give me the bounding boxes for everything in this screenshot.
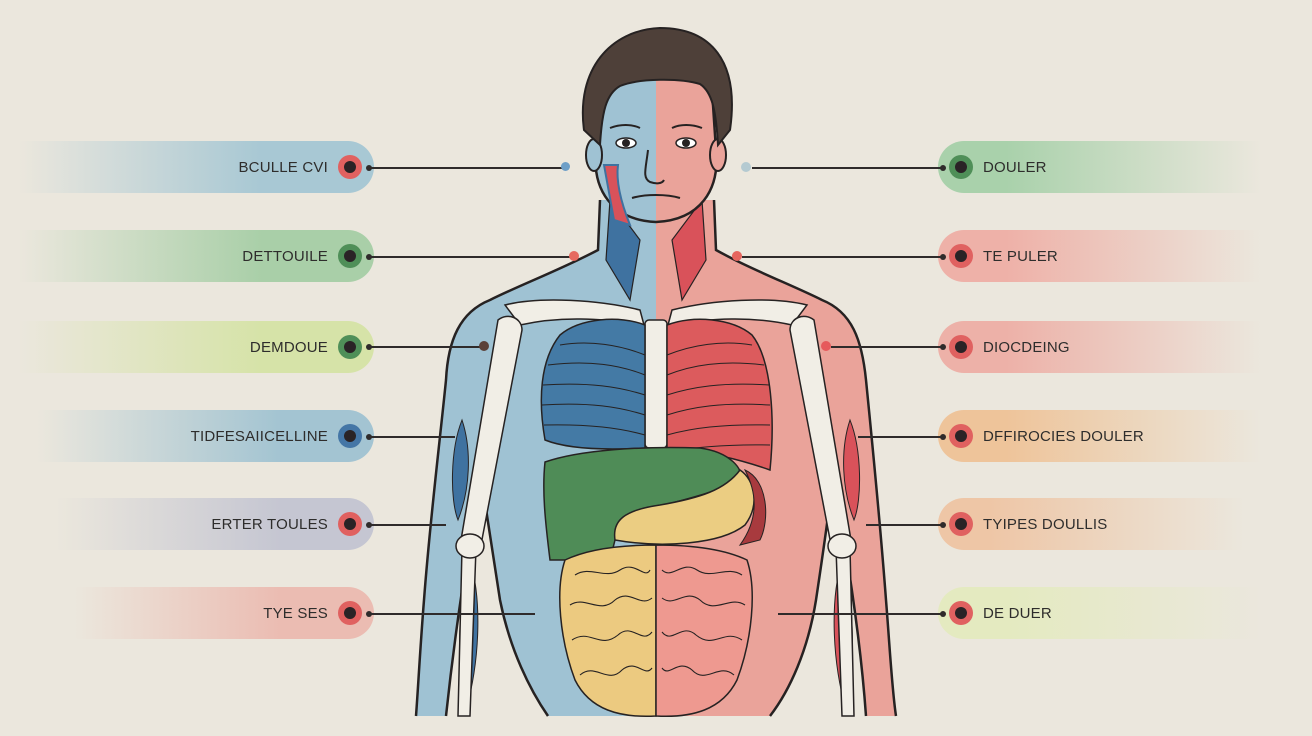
label-pill-right-6[interactable]: DE DUER	[938, 587, 1278, 639]
label-pill-left-5[interactable]: ERTER TOULES	[0, 498, 374, 550]
connector-line	[858, 433, 946, 440]
marker-dot-icon	[949, 155, 973, 179]
connector-line	[366, 164, 562, 171]
marker-dot-icon	[338, 512, 362, 536]
intestines-right	[655, 544, 753, 718]
marker-dot-icon	[949, 601, 973, 625]
marker-dot-icon	[338, 244, 362, 268]
endpoint-dot	[821, 341, 831, 351]
connector-line	[366, 343, 480, 350]
marker-dot-icon	[338, 424, 362, 448]
label-pill-left-4[interactable]: TIDFESAIICELLINE	[0, 410, 374, 462]
label-text: TIDFESAIICELLINE	[190, 427, 328, 445]
label-text: DFFIROCIES DOULER	[983, 427, 1144, 445]
marker-dot-icon	[949, 335, 973, 359]
label-text: DIOCDEING	[983, 338, 1070, 356]
label-text: DETTOUILE	[242, 247, 328, 265]
label-text: DE DUER	[983, 604, 1052, 622]
connector-line	[366, 521, 446, 528]
label-pill-right-5[interactable]: TYIPES DOULLIS	[938, 498, 1278, 550]
label-text: ERTER TOULES	[211, 515, 328, 533]
label-text: TE PULER	[983, 247, 1058, 265]
endpoint-dot	[479, 341, 489, 351]
marker-dot-icon	[949, 424, 973, 448]
label-text: TYE SES	[263, 604, 328, 622]
connector-line	[866, 521, 946, 528]
label-text: BCULLE CVI	[238, 158, 328, 176]
label-text: DEMDOUE	[249, 338, 328, 356]
head	[581, 26, 733, 227]
endpoint-dot	[732, 251, 742, 261]
label-pill-left-2[interactable]: DETTOUILE	[0, 230, 374, 282]
connector-line	[366, 253, 570, 260]
connector-line	[752, 164, 946, 171]
endpoint-dot	[741, 162, 751, 172]
connector-line	[366, 433, 455, 440]
label-pill-left-3[interactable]: DEMDOUE	[0, 321, 374, 373]
label-pill-left-6[interactable]: TYE SES	[0, 587, 374, 639]
stomach	[613, 468, 755, 545]
intestines-left	[559, 544, 657, 718]
neck-muscles	[605, 198, 707, 302]
label-pill-right-2[interactable]: TE PULER	[938, 230, 1278, 282]
label-pill-right-3[interactable]: DIOCDEING	[938, 321, 1278, 373]
label-pill-right-1[interactable]: DOULER	[938, 141, 1278, 193]
connector-line	[831, 343, 946, 350]
connector-line	[778, 610, 946, 617]
marker-dot-icon	[338, 335, 362, 359]
label-text: TYIPES DOULLIS	[983, 515, 1108, 533]
connector-line	[742, 253, 946, 260]
marker-dot-icon	[338, 155, 362, 179]
endpoint-dot	[561, 162, 570, 171]
marker-dot-icon	[338, 601, 362, 625]
label-pill-right-4[interactable]: DFFIROCIES DOULER	[938, 410, 1278, 462]
hair	[581, 26, 733, 148]
label-pill-left-1[interactable]: BCULLE CVI	[0, 141, 374, 193]
marker-dot-icon	[949, 244, 973, 268]
marker-dot-icon	[949, 512, 973, 536]
label-text: DOULER	[983, 158, 1047, 176]
connector-line	[366, 610, 535, 617]
endpoint-dot	[569, 251, 579, 261]
